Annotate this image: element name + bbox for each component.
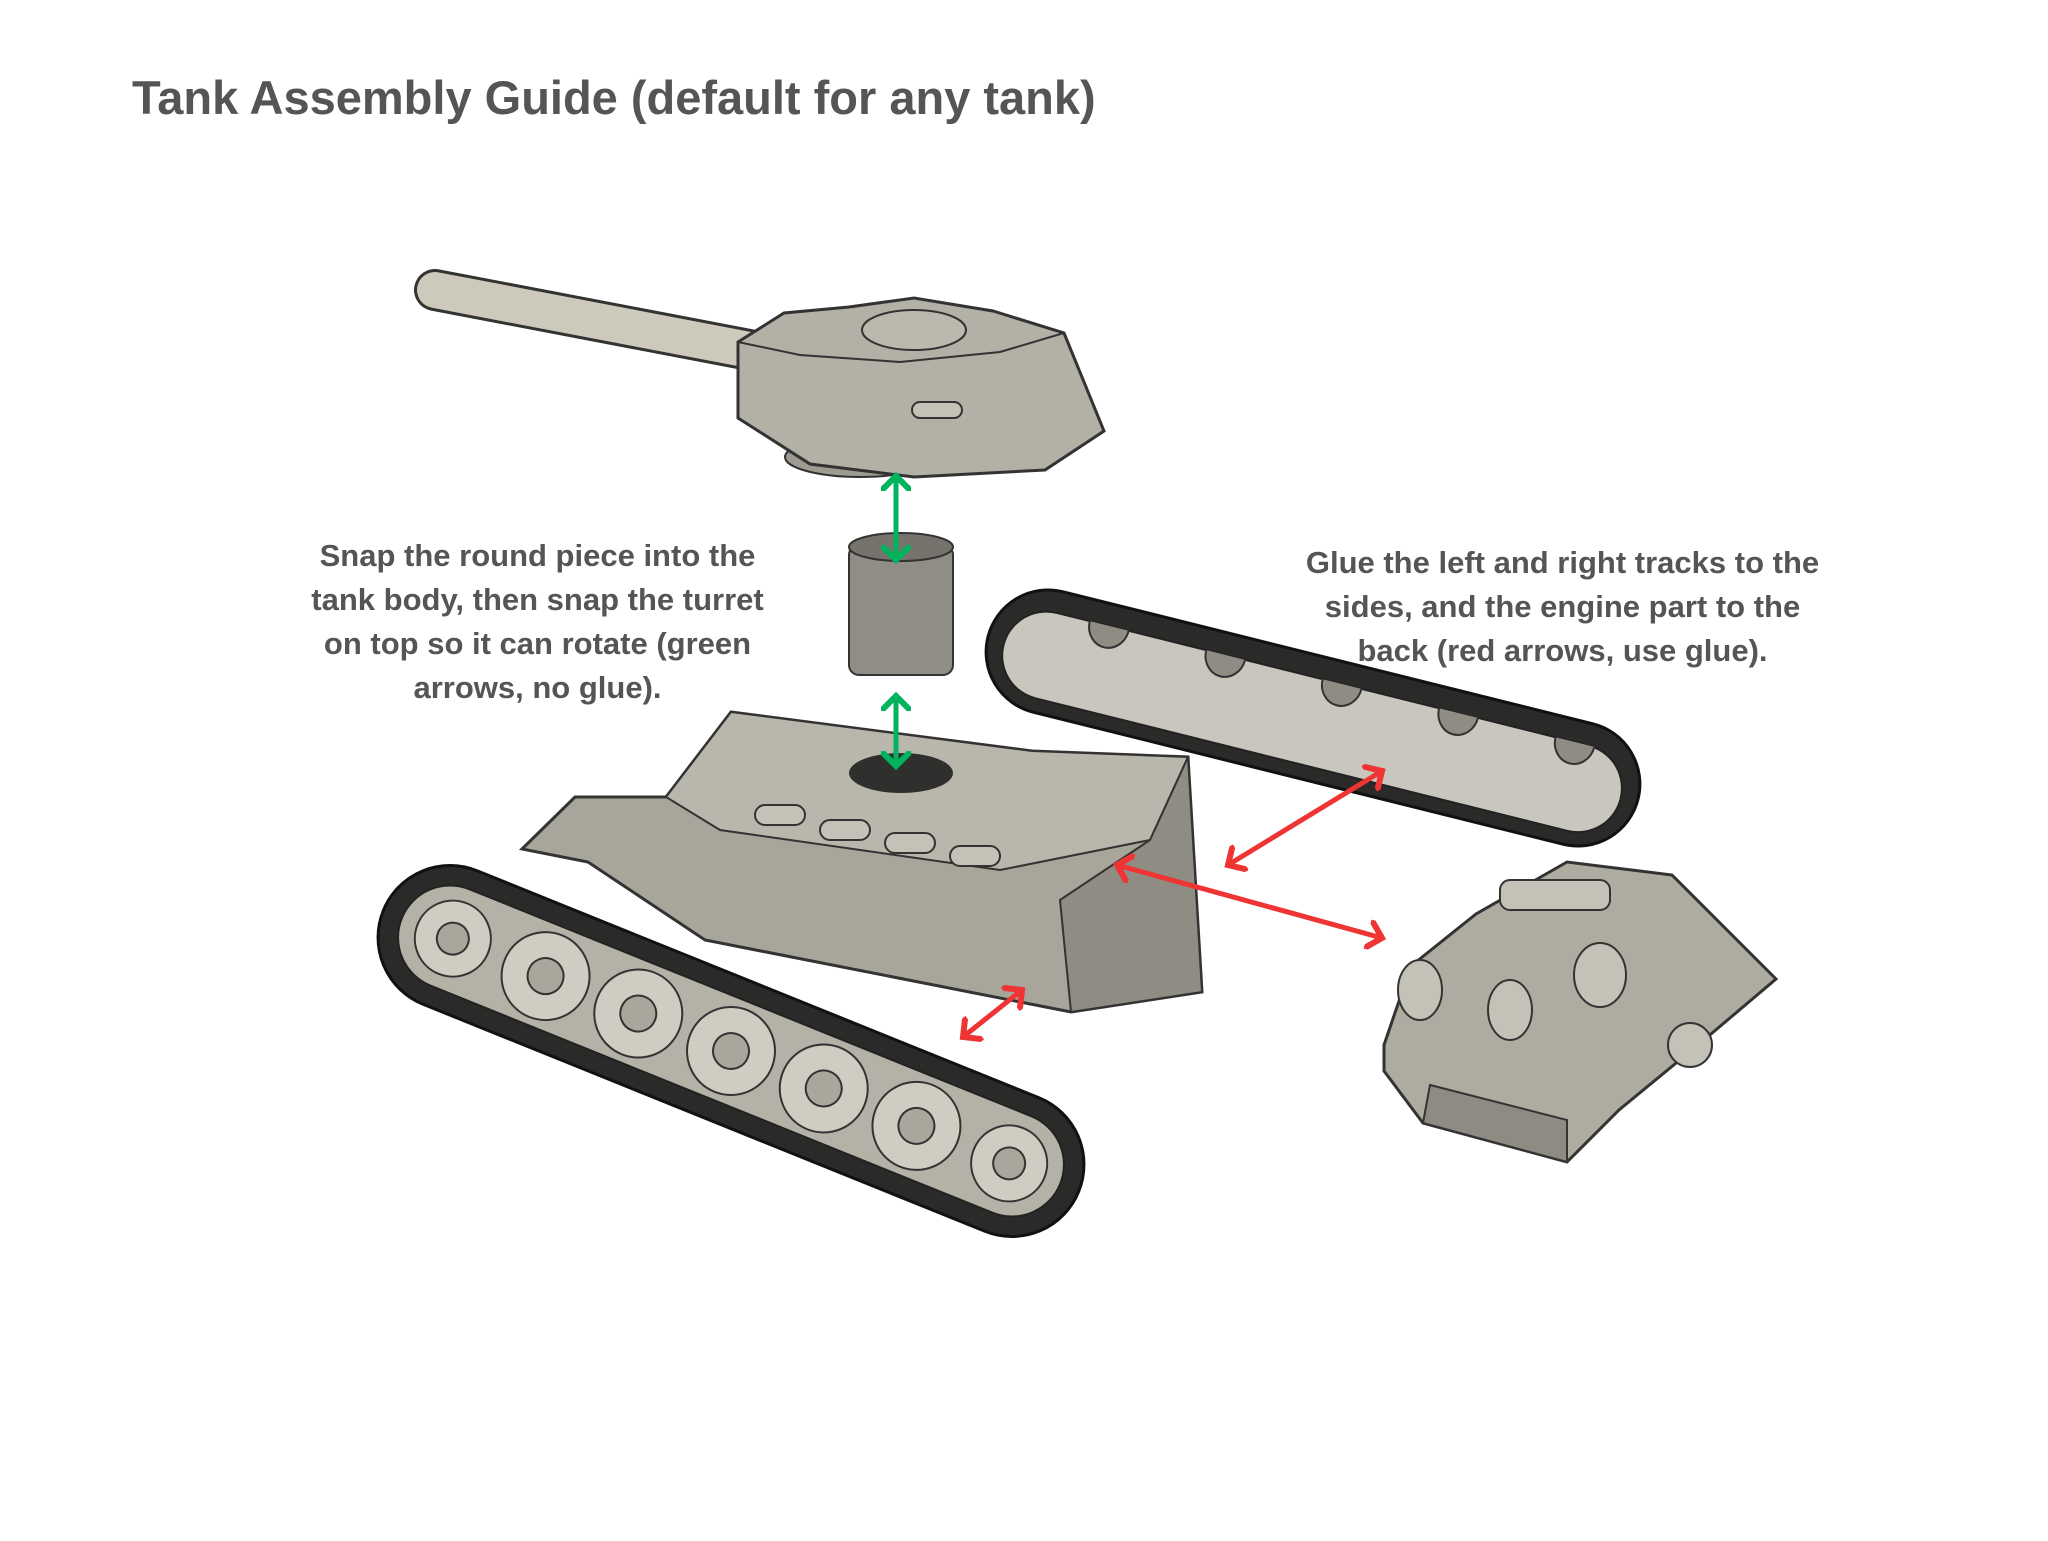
turret-ring-cylinder — [848, 532, 954, 676]
turret — [736, 296, 1106, 479]
glue-arrow-right-track — [1228, 771, 1382, 865]
snap-instruction-note: Snap the round piece into the tank body,… — [311, 538, 764, 705]
engine-part — [1382, 860, 1779, 1164]
glue-instruction-note: Glue the left and right tracks to the si… — [1305, 545, 1820, 668]
page-title: Tank Assembly Guide (default for any tan… — [132, 71, 1096, 124]
glue-arrow-engine — [1117, 865, 1382, 938]
glue-arrow-left-track — [963, 990, 1022, 1037]
left-track — [376, 863, 1086, 1239]
